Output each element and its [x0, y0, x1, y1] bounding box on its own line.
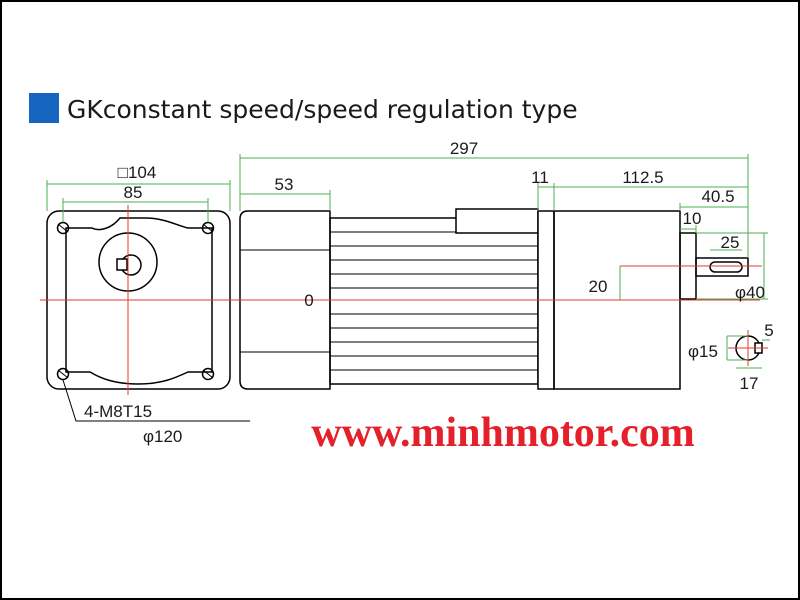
dim-motor-end: 53 — [275, 175, 294, 194]
shaft-keyway — [709, 261, 743, 273]
dim-mount-holes: 4-M8T15 — [84, 402, 152, 421]
dim-key-height: 17 — [740, 374, 759, 393]
mount-hole — [56, 367, 70, 381]
dim-shaft-height: 20 — [589, 277, 608, 296]
dim-total-length: 297 — [450, 139, 478, 158]
mount-hole-leader — [62, 379, 250, 422]
side-view: 0 297 53 11 112.5 40.5 10 25 20 φ40 — [232, 139, 768, 390]
dim-shaft-diameter: φ15 — [688, 342, 718, 361]
dim-bolt-pitch: 85 — [124, 183, 143, 202]
website-watermark: www.minhmotor.com — [311, 410, 694, 456]
dim-shaft-length: 40.5 — [701, 187, 734, 206]
terminal-box — [455, 208, 539, 234]
front-view: □104 85 4-M8T15 φ120 — [40, 163, 250, 446]
mount-hole — [201, 367, 215, 381]
mount-hole — [56, 221, 70, 235]
dim-flange-gap: 11 — [531, 168, 549, 187]
shaft-section-detail: φ15 5 17 — [688, 321, 774, 393]
motor-body — [329, 217, 539, 385]
flange-inner-outline — [65, 217, 213, 385]
zero-label: 0 — [304, 291, 313, 310]
output-shaft — [695, 257, 749, 277]
title-accent-square — [29, 93, 59, 123]
mount-hole — [201, 221, 215, 235]
dim-flange-square: □104 — [118, 163, 157, 182]
dim-key-width: 5 — [764, 321, 773, 340]
shaft-key — [116, 258, 128, 271]
dim-boss-diameter: φ40 — [735, 283, 765, 302]
dim-pcd: φ120 — [143, 427, 182, 446]
dim-boss-length: 10 — [683, 209, 702, 228]
page-title: GKconstant speed/speed regulation type — [67, 95, 578, 124]
motor-fins — [330, 231, 538, 371]
dim-key-length: 25 — [721, 233, 740, 252]
motor-end-cap — [239, 210, 331, 390]
dim-gearbox-length: 112.5 — [622, 168, 663, 187]
